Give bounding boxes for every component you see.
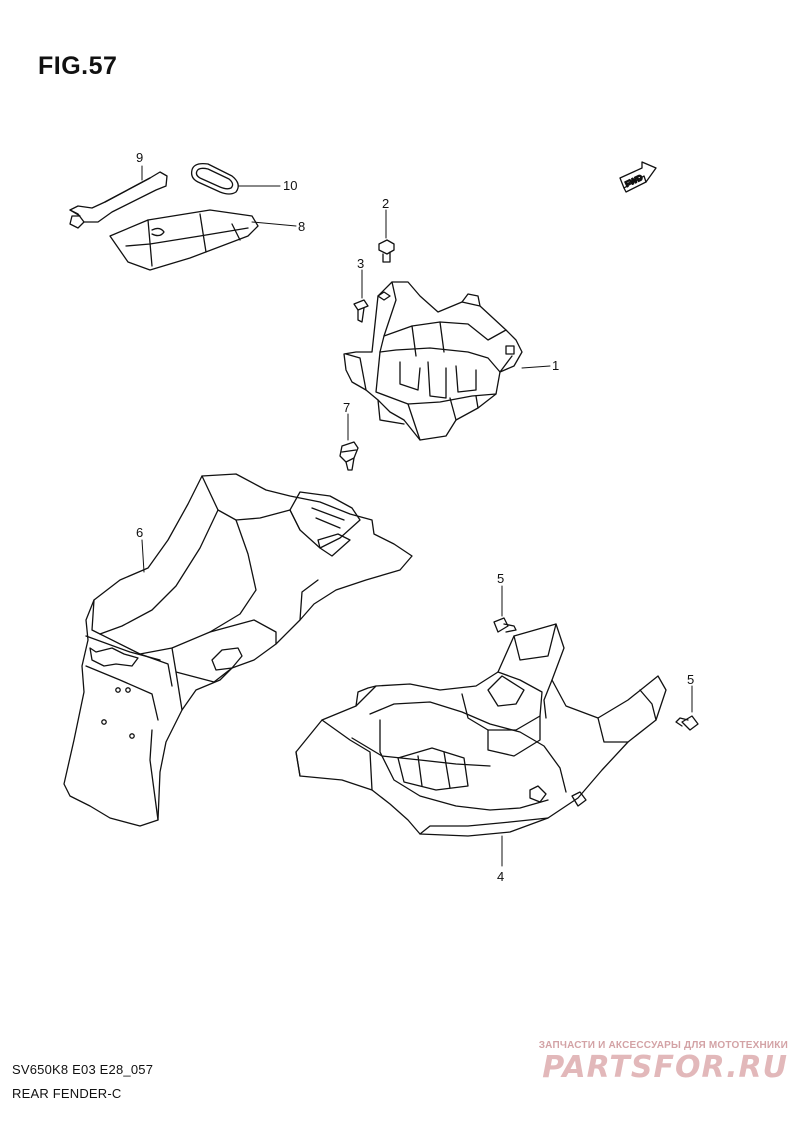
callout-4: 4 [497,869,504,884]
figure-title: FIG.57 [38,52,118,80]
part-fastener-clip [339,441,359,471]
callout-5a: 5 [497,571,504,586]
part-spanner [69,171,168,229]
callout-3: 3 [357,256,364,271]
callout-8: 8 [298,219,305,234]
part-tool-bag [109,209,259,271]
callout-5b: 5 [687,672,694,687]
callout-7: 7 [343,400,350,415]
callout-6: 6 [136,525,143,540]
part-bolt-5b [675,715,699,731]
callout-2: 2 [382,196,389,211]
section-name: REAR FENDER-C [12,1086,122,1101]
part-rear-fender-lower [295,623,667,837]
part-rear-fender [63,473,413,827]
watermark-logo: PARTSFOR.RU [542,1050,788,1085]
model-code: SV650K8 E03 E28_057 [12,1062,154,1077]
part-screw-3 [353,299,369,323]
part-bolt-2 [378,239,395,263]
fwd-arrow-icon: FWD [619,161,657,193]
callout-9: 9 [136,150,143,165]
part-band [190,162,239,195]
callout-10: 10 [283,178,297,193]
part-bolt-5a [493,617,517,633]
watermark-subtitle: ЗАПЧАСТИ И АКСЕССУАРЫ ДЛЯ МОТОТЕХНИКИ [538,1040,788,1051]
part-battery-holder [343,281,523,441]
callout-1: 1 [552,358,559,373]
callout-labels: 9 10 8 2 3 1 7 6 5 5 4 [136,150,694,884]
leader-lines [141,165,693,867]
